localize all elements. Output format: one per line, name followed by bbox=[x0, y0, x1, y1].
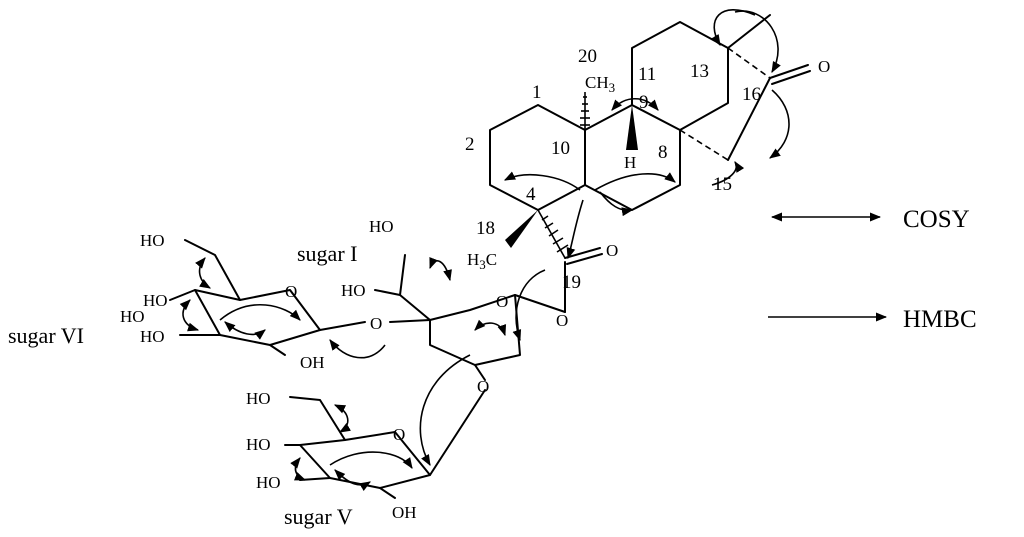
sugar-5-hydroxyl-3-label: HO bbox=[256, 473, 281, 492]
sugar-5-ring-oxygen-label: O bbox=[393, 425, 405, 444]
methyl-20-label: CH3 bbox=[585, 73, 615, 95]
h9-wedge bbox=[626, 105, 638, 150]
ring-c bbox=[631, 21, 729, 131]
ketone-oxygen-label: O bbox=[818, 57, 830, 76]
methyl-20-wedge bbox=[580, 92, 590, 130]
methyl-18-label: H3C bbox=[467, 250, 497, 272]
sugar-5-hydroxymethyl-label: HO bbox=[246, 389, 271, 408]
carbon-number-15: 15 bbox=[713, 174, 732, 195]
carbon-number-20: 20 bbox=[578, 46, 597, 67]
hydrogen-9-label: H bbox=[624, 153, 636, 172]
sugar-6-hydroxyl-4-label: HO bbox=[143, 291, 168, 310]
sugar-1-ring bbox=[374, 254, 566, 381]
sugar-6-ring-oxygen-label: O bbox=[285, 282, 297, 301]
glycosidic-oxygen-6-label: O bbox=[370, 314, 382, 333]
sugar-6-label: sugar VI bbox=[8, 323, 84, 348]
ring-d bbox=[679, 14, 811, 161]
carbon-number-9: 9 bbox=[639, 92, 649, 113]
sugar-5-label: sugar V bbox=[284, 504, 353, 529]
sugar-1-hydroxyl-label: HO bbox=[341, 281, 366, 300]
carbon-number-8: 8 bbox=[658, 142, 668, 163]
carbon-number-13: 13 bbox=[690, 61, 709, 82]
carbon-number-19: 19 bbox=[562, 272, 581, 293]
glycosidic-oxygen-5-label: O bbox=[477, 377, 489, 396]
sugar-1-label: sugar I bbox=[297, 241, 357, 266]
sugar-5-ring bbox=[284, 389, 486, 499]
carbon-number-11: 11 bbox=[638, 64, 656, 85]
sugar-6-hydroxymethyl-label: HO bbox=[140, 231, 165, 250]
sugar-6-hydroxyl-2-label: OH bbox=[300, 353, 325, 372]
carbon-number-4: 4 bbox=[526, 184, 536, 205]
carbon-number-1: 1 bbox=[532, 82, 542, 103]
sugar-1-hydroxymethyl-label: HO bbox=[369, 217, 394, 236]
carbon-number-18: 18 bbox=[476, 218, 495, 239]
carbon-number-16: 16 bbox=[742, 84, 761, 105]
ring-a bbox=[489, 104, 586, 211]
carbon-number-2: 2 bbox=[465, 134, 475, 155]
carbon-number-10: 10 bbox=[551, 138, 570, 159]
sugar-6-hydroxyl-3a-label: HO bbox=[120, 307, 145, 326]
sugar-5-hydroxyl-4-label: HO bbox=[246, 435, 271, 454]
c19-hashed-wedge bbox=[537, 209, 569, 259]
sugar-5-hydroxyl-2-label: OH bbox=[392, 503, 417, 522]
sugar-6-ring bbox=[169, 239, 366, 356]
ester-carbonyl-oxygen-label: O bbox=[606, 241, 618, 260]
correlation-arcs bbox=[179, 9, 790, 492]
methyl-18-wedge bbox=[505, 210, 538, 248]
ester-oxygen-label: O bbox=[556, 311, 568, 330]
legend: COSY HMBC bbox=[768, 206, 977, 333]
cosy-label: COSY bbox=[903, 206, 970, 233]
sugar-6-hydroxyl-3b-label: HO bbox=[140, 327, 165, 346]
hmbc-label: HMBC bbox=[903, 306, 977, 333]
sugar-1-ring-oxygen-label: O bbox=[496, 292, 508, 311]
